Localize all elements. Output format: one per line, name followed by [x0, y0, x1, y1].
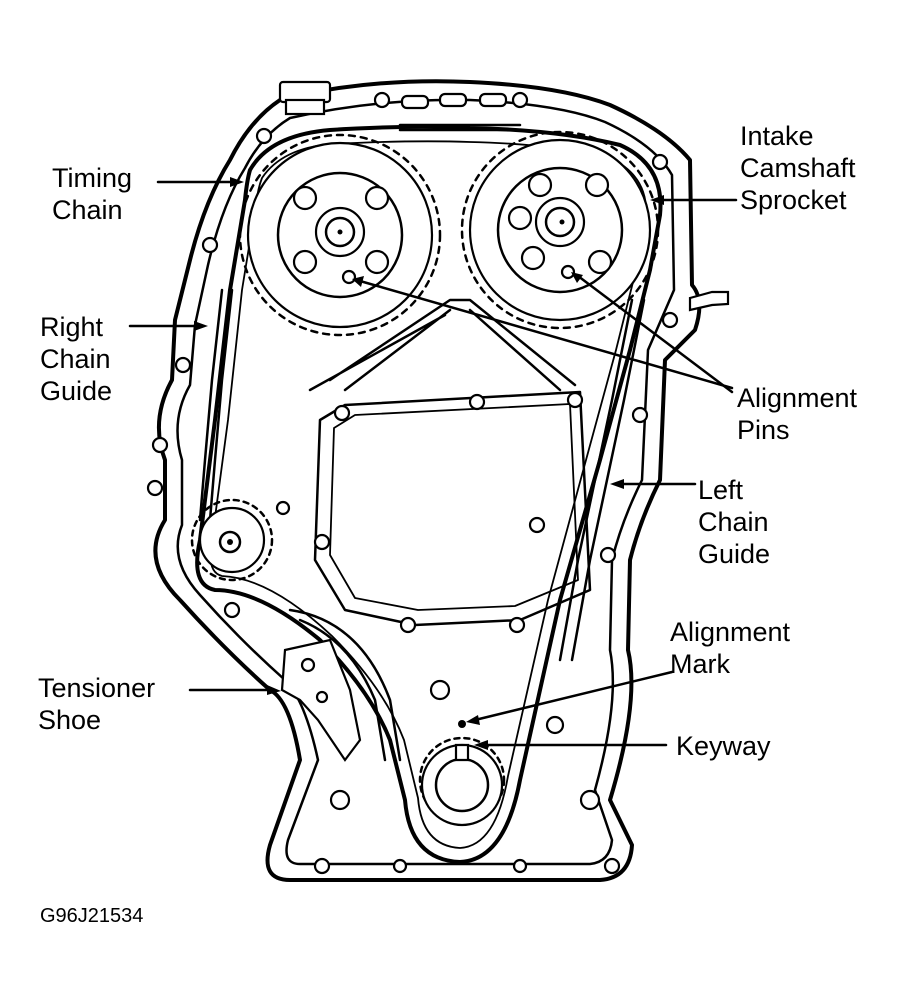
plate-bolt [399, 616, 417, 634]
cover-bolt [599, 546, 617, 564]
cover-bolt [392, 858, 408, 874]
cover-bolt [275, 500, 291, 516]
label-keyway-line1: Keyway [676, 731, 771, 761]
top-slot [438, 92, 468, 108]
label-timing-chain: Timing Chain [52, 162, 132, 226]
label-intake-camshaft-sprocket: Intake Camshaft Sprocket [740, 120, 856, 216]
plate-bolt [333, 404, 351, 422]
top-slot [400, 94, 430, 110]
cover-bolt [603, 857, 621, 875]
cover-bolt [201, 236, 219, 254]
plate-bolt [508, 616, 526, 634]
engine-cover-outline [153, 79, 702, 882]
tensioner-arm [288, 608, 402, 762]
exhaust-camshaft-sprocket [238, 133, 442, 337]
cover-bolt [146, 479, 164, 497]
label-left-chain-guide-line1: Left [698, 475, 744, 505]
cover-bolt [223, 601, 241, 619]
top-slot [478, 92, 508, 108]
label-left-chain-guide-line2: Chain [698, 507, 769, 537]
cover-bolt [512, 858, 528, 874]
engine-cover-inner-outline [176, 98, 676, 866]
center-bracket [308, 298, 577, 392]
label-intake-line1: Intake [740, 121, 814, 151]
tensioner-bolt [315, 690, 329, 704]
label-tensioner-shoe-line2: Shoe [38, 705, 102, 735]
filler-neck-base [284, 98, 326, 116]
alignment-pin-left [341, 269, 357, 285]
label-alignment-mark-line2: Mark [670, 649, 730, 679]
label-alignment-pins: Alignment Pins [737, 382, 857, 446]
timing-chain-inner [209, 140, 647, 849]
label-right-chain-guide-line1: Right [40, 312, 104, 342]
cover-bolt [545, 715, 565, 735]
label-intake-line3: Sprocket [740, 185, 847, 215]
left-chain-guide [558, 298, 646, 662]
cover-bolt [174, 356, 192, 374]
label-left-chain-guide-line3: Guide [698, 539, 771, 569]
cover-bolt [329, 789, 351, 811]
idler-gear [190, 498, 274, 582]
cover-bolt [429, 679, 451, 701]
label-alignment-mark-line1: Alignment [670, 617, 791, 647]
cover-bolt [313, 857, 331, 875]
tensioner-bolt [300, 657, 316, 673]
label-tensioner-shoe-line1: Tensioner [38, 673, 156, 703]
label-tensioner-shoe: Tensioner Shoe [38, 672, 155, 736]
cover-bolt [255, 127, 273, 145]
label-timing-chain-line2: Chain [52, 195, 123, 225]
center-plate [313, 390, 592, 627]
label-right-chain-guide: Right Chain Guide [40, 311, 112, 407]
label-left-chain-guide: Left Chain Guide [698, 474, 770, 570]
cover-bolt [373, 91, 391, 109]
cover-bolt [511, 91, 529, 109]
cover-bolt [151, 436, 169, 454]
plate-bolt [468, 393, 486, 411]
label-intake-line2: Camshaft [740, 153, 856, 183]
cover-bolt [661, 311, 679, 329]
plate-bolt [528, 516, 546, 534]
label-right-chain-guide-line2: Chain [40, 344, 111, 374]
cover-bolt [651, 153, 669, 171]
alignment-pin-right [560, 264, 576, 280]
label-alignment-pins-line1: Alignment [737, 383, 858, 413]
timing-chain [195, 124, 663, 864]
label-alignment-pins-line2: Pins [737, 415, 790, 445]
cover-bolt [631, 406, 649, 424]
label-keyway: Keyway [676, 730, 771, 762]
label-alignment-mark: Alignment Mark [670, 616, 790, 680]
label-timing-chain-line1: Timing [52, 163, 133, 193]
center-plate-inner [329, 403, 579, 611]
plate-bolt [566, 391, 584, 409]
alignment-mark [458, 720, 466, 728]
figure-id: G96J21534 [40, 905, 144, 927]
keyway [454, 743, 470, 762]
intake-camshaft-sprocket [460, 130, 660, 330]
plate-bolt [313, 533, 331, 551]
label-right-chain-guide-line3: Guide [40, 376, 113, 406]
cover-bolt [579, 789, 601, 811]
breather-nipple [688, 290, 730, 312]
right-chain-guide [198, 288, 234, 522]
leader-lines [128, 177, 738, 750]
